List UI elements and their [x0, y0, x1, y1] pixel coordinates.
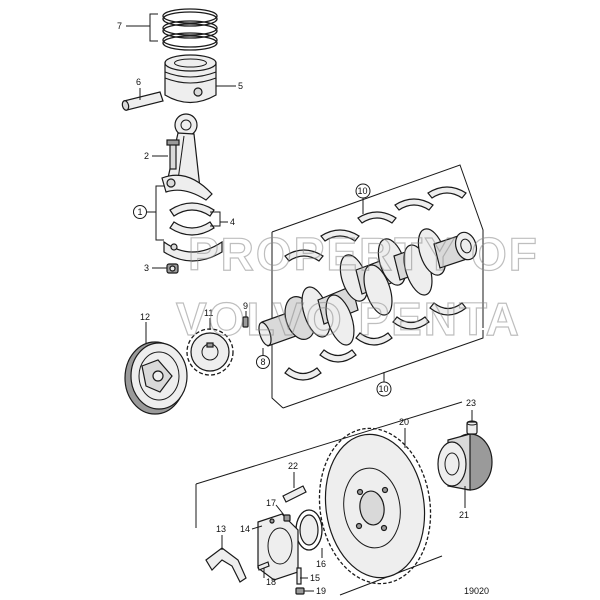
watermark-line-1: PROPERTY OF	[188, 228, 539, 280]
main-bearing-shells-upper[interactable]	[284, 186, 467, 262]
callout-4: 4	[230, 217, 235, 227]
callout-15: 15	[310, 573, 320, 583]
callout-14: 14	[240, 524, 250, 534]
callout-16: 16	[316, 559, 326, 569]
callout-5: 5	[238, 81, 243, 91]
callout-11: 11	[204, 308, 213, 318]
main-bearing-shells-lower[interactable]	[284, 302, 467, 381]
crankshaft[interactable]	[257, 225, 480, 348]
callout-3: 3	[144, 263, 149, 273]
callout-10-top: 10	[358, 186, 368, 196]
callout-10-bottom: 10	[379, 384, 389, 394]
screw-17[interactable]	[283, 514, 291, 522]
callout-8: 8	[261, 357, 266, 367]
watermark-line-2: VOLVO PENTA	[176, 293, 521, 345]
callout-9: 9	[243, 301, 248, 311]
drawing-number: 19020	[464, 586, 489, 596]
screw-15[interactable]	[296, 567, 302, 585]
screw-18[interactable]	[257, 561, 270, 571]
callout-19: 19	[316, 586, 326, 596]
coupling-cap[interactable]	[466, 420, 478, 435]
piston[interactable]	[164, 54, 217, 104]
callout-12: 12	[140, 312, 150, 322]
callout-1: 1	[138, 207, 143, 217]
rod-bolt[interactable]	[166, 139, 180, 170]
rod-cap[interactable]	[163, 240, 223, 262]
watermark: PROPERTY OF VOLVO PENTA	[175, 227, 539, 345]
callout-21: 21	[459, 510, 469, 520]
flywheel-bolt[interactable]	[282, 485, 307, 503]
rod-bearing-shells[interactable]	[169, 202, 215, 236]
rod-nut[interactable]	[166, 263, 179, 274]
piston-pin[interactable]	[121, 91, 164, 111]
callout-6: 6	[136, 77, 141, 87]
crankshaft-gear[interactable]	[186, 328, 234, 376]
callout-17: 17	[266, 498, 276, 508]
flexible-coupling[interactable]	[437, 433, 493, 491]
mounting-bracket[interactable]	[205, 547, 247, 583]
screw-19[interactable]	[295, 587, 305, 595]
vibration-damper[interactable]	[124, 341, 188, 415]
main-bearing-panel	[271, 164, 484, 409]
callout-23: 23	[466, 398, 476, 408]
piston-rings[interactable]	[162, 8, 218, 51]
callout-13: 13	[216, 524, 226, 534]
callout-18: 18	[266, 577, 276, 587]
callout-20: 20	[399, 417, 409, 427]
flywheel[interactable]	[310, 421, 441, 591]
connecting-rod[interactable]	[161, 113, 213, 201]
callout-7: 7	[117, 21, 122, 31]
callout-22: 22	[288, 461, 298, 471]
crankshaft-seal[interactable]	[295, 509, 323, 551]
callout-2: 2	[144, 151, 149, 161]
callouts: 7 6 5 2 1 4 3 10 9 11 12 8 10 23 20 22 1…	[117, 21, 489, 596]
leader-lines	[126, 13, 473, 592]
